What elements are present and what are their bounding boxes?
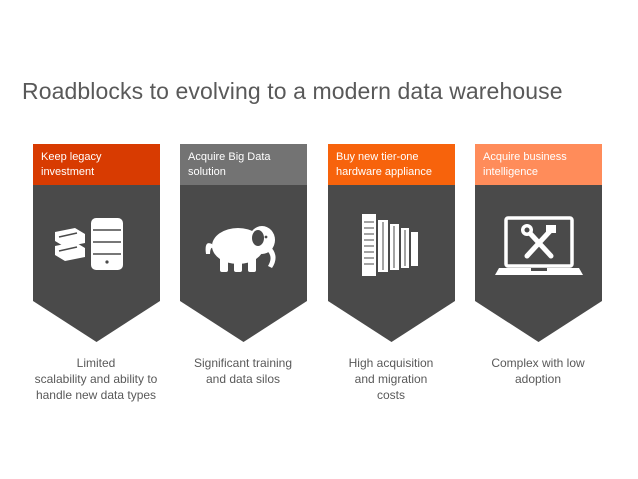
card-header: Acquire business intelligence bbox=[475, 144, 602, 185]
card-header-band bbox=[328, 144, 455, 185]
card-header-line1: Buy new tier-one bbox=[336, 151, 419, 163]
card-header-band bbox=[180, 144, 307, 185]
card-header-line2: solution bbox=[188, 166, 226, 178]
slide-title: Roadblocks to evolving to a modern data … bbox=[22, 78, 563, 104]
caption-line3: handle new data types bbox=[35, 388, 157, 402]
card-header-band bbox=[475, 144, 602, 185]
card-header-line1: Acquire Big Data bbox=[188, 151, 271, 163]
caption-keep-legacy: Limited scalability and ability to handl… bbox=[16, 355, 176, 403]
card-header-band bbox=[33, 144, 160, 185]
card-acquire-big-data: Acquire Big Data solution bbox=[180, 144, 307, 342]
card-header-line2: investment bbox=[41, 166, 95, 178]
caption-line1: High acquisition bbox=[348, 356, 434, 370]
caption-line2: scalability and ability to bbox=[34, 372, 158, 386]
caption-acquire-bi: Complex with low adoption bbox=[458, 355, 618, 387]
caption-line2: and migration bbox=[354, 372, 428, 386]
card-header-line1: Acquire business bbox=[483, 151, 567, 163]
caption-line1: Significant training bbox=[193, 356, 293, 370]
card-header: Keep legacy investment bbox=[33, 144, 160, 185]
card-header: Acquire Big Data solution bbox=[180, 144, 307, 185]
caption-line3: costs bbox=[376, 388, 405, 402]
card-acquire-bi: Acquire business intelligence bbox=[475, 144, 602, 342]
caption-line1: Complex with low bbox=[491, 356, 585, 370]
card-header: Buy new tier-one hardware appliance bbox=[328, 144, 455, 185]
hardware-appliance-icon bbox=[362, 214, 418, 276]
caption-line1: Limited bbox=[76, 356, 116, 370]
hadoop-elephant-icon bbox=[205, 226, 276, 272]
card-header-line2: hardware appliance bbox=[336, 166, 433, 178]
caption-line2: adoption bbox=[514, 372, 562, 386]
card-keep-legacy: Keep legacy investment bbox=[33, 144, 160, 342]
legacy-servers-icon bbox=[55, 218, 123, 270]
caption-buy-hardware: High acquisition and migration costs bbox=[311, 355, 471, 403]
caption-acquire-big-data: Significant training and data silos bbox=[163, 355, 323, 387]
card-header-line2: intelligence bbox=[483, 166, 539, 178]
laptop-tools-icon bbox=[495, 216, 583, 275]
caption-line2: and data silos bbox=[205, 372, 281, 386]
card-header-line1: Keep legacy bbox=[41, 151, 102, 163]
card-buy-hardware: Buy new tier-one hardware appliance bbox=[328, 144, 455, 342]
